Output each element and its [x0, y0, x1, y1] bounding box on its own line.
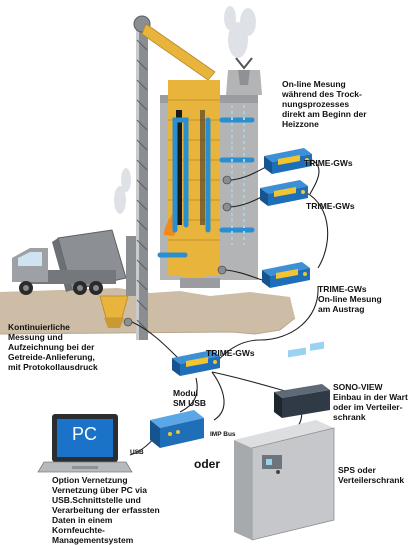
intake-hopper — [99, 236, 136, 328]
sono-view-label: SONO-VIEW Einbau in der Warte oder im Ve… — [333, 382, 408, 422]
sensor-mount — [123, 175, 232, 327]
trime-gws-outlet-label: TRIME-GWs On-line Mesung am Austrag — [318, 284, 382, 314]
continuous-measurement-label: Kontinuierliche Messung und Aufzeichnung… — [8, 322, 98, 372]
trime-gws-label: TRIME-GWs — [206, 348, 255, 358]
usb-label: USB — [130, 449, 144, 456]
dump-truck — [12, 229, 127, 295]
trime-gws-label: TRIME-GWs — [306, 201, 355, 211]
sm-usb-module — [150, 410, 204, 448]
sps-cabinet — [234, 420, 335, 541]
pc-laptop — [37, 414, 133, 473]
steam-plume — [114, 6, 256, 214]
trime-sensor — [262, 262, 310, 288]
air-flow-arrows — [157, 117, 255, 258]
pc-screen-text: PC — [72, 424, 98, 444]
online-measurement-label: On-line Mesung während des Trock- nungsp… — [282, 79, 367, 129]
oder-label: oder — [194, 457, 221, 471]
trime-sensor — [260, 180, 308, 206]
elevator-tower — [133, 15, 216, 340]
ground-edge — [0, 317, 296, 335]
trime-gws-label: TRIME-GWs — [304, 158, 353, 168]
sono-view-display — [274, 341, 330, 418]
sps-label: SPS oder Verteilerschrank — [338, 465, 405, 485]
imp-bus-label: IMP Bus — [210, 431, 236, 438]
pc-option-label: Option Vernetzung Vernetzung über PC via… — [52, 475, 160, 545]
modul-label: Modul SM USB — [173, 388, 207, 408]
